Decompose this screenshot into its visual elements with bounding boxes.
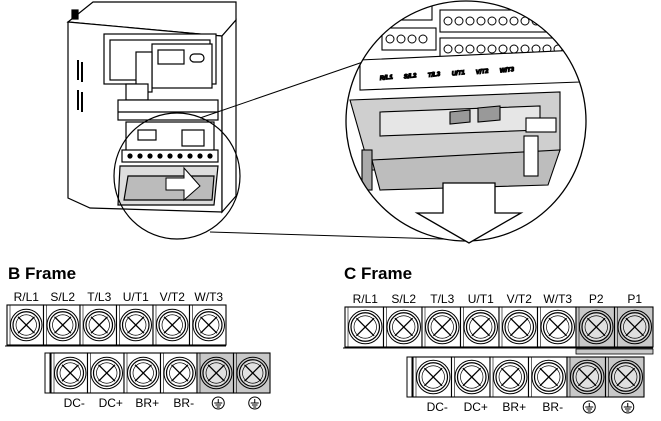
terminal-label: P1 [627,292,642,306]
terminal-label: BR- [173,396,194,410]
b-frame-top-terminals [5,304,227,347]
terminal-label: W/T3 [543,292,572,306]
terminal-label: T/L3 [430,292,454,306]
terminal-r-l1 [6,304,45,346]
terminal-ground [604,356,645,398]
c-frame-title: C Frame [344,264,412,283]
terminal-label: R/L1 [14,290,40,304]
detail-terminal-label: U/T1 [452,70,466,77]
drive-illustration [66,1,237,214]
terminal-ground [232,352,271,394]
terminal-ground [566,356,607,398]
detail-terminal-label: V/T2 [476,69,490,76]
detail-terminal-label: S/L2 [404,73,418,80]
terminal-p1 [613,306,654,348]
terminal-v-t2 [498,306,539,348]
detail-terminal-label: W/T3 [500,67,516,75]
zoom-line-bottom [209,231,475,241]
vent-mark [71,9,79,20]
b-frame-bottom-terminals [44,352,271,394]
terminal-v-t2 [152,304,191,346]
terminal-ground [196,352,235,394]
terminal-label: DC+ [464,400,488,414]
terminal-label: BR+ [502,400,526,414]
b-frame-top-labels: R/L1 S/L2 T/L3 U/T1 V/T2 W/T3 [14,290,224,304]
terminal-label: T/L3 [87,290,111,304]
terminal-brminus [527,356,568,398]
c-frame-bottom-terminals [406,356,645,398]
ground-icon [211,396,225,410]
p-terminal-bar [575,348,654,355]
terminal-label: DC+ [99,396,123,410]
terminal-label: W/T3 [194,290,223,304]
terminal-brminus [159,352,198,394]
terminal-label: S/L2 [391,292,416,306]
ground-icon [582,400,596,414]
terminal-label: DC- [427,400,448,414]
down-arrow-icon [414,182,524,244]
terminal-label: V/T2 [507,292,533,306]
terminal-w-t3 [536,306,577,348]
terminal-s-l2 [42,304,81,346]
zoom-line-top [199,51,393,119]
terminal-label: BR- [542,400,563,414]
terminal-s-l2 [382,306,423,348]
terminal-label: U/T1 [123,290,149,304]
detail-terminal-label: R/L1 [380,75,394,82]
terminal-label: S/L2 [50,290,75,304]
terminal-t-l3 [79,304,118,346]
c-frame-top-labels: R/L1 S/L2 T/L3 U/T1 V/T2 W/T3 P2 P1 [353,292,643,306]
terminal-label: P2 [589,292,604,306]
terminal-label: BR+ [135,396,159,410]
zoom-source-circle [113,112,241,240]
terminal-r-l1 [344,306,385,348]
terminal-dcplus [450,356,491,398]
detail-view: R/L1 S/L2 T/L3 U/T1 V/T2 W/T3 [346,1,586,241]
terminal-w-t3 [188,304,227,346]
detail-terminal-label: T/L3 [428,72,442,79]
terminal-dcminus [50,352,89,394]
c-frame-bottom-labels: DC- DC+ BR+ BR- [427,400,635,414]
terminal-label: V/T2 [160,290,186,304]
terminal-brplus [489,356,530,398]
b-frame-bottom-labels: DC- DC+ BR+ BR- [64,396,262,410]
ground-icon [621,400,635,414]
terminal-label: R/L1 [353,292,379,306]
terminal-dcplus [86,352,125,394]
terminal-dcminus [412,356,453,398]
terminal-u-t1 [115,304,154,346]
ground-icon [248,396,262,410]
terminal-brplus [123,352,162,394]
terminal-u-t1 [459,306,500,348]
c-frame-top-terminals [343,306,654,355]
terminal-label: U/T1 [468,292,494,306]
terminal-t-l3 [421,306,462,348]
b-frame-title: B Frame [8,264,76,283]
terminal-p2 [575,306,616,348]
terminal-label: DC- [64,396,85,410]
